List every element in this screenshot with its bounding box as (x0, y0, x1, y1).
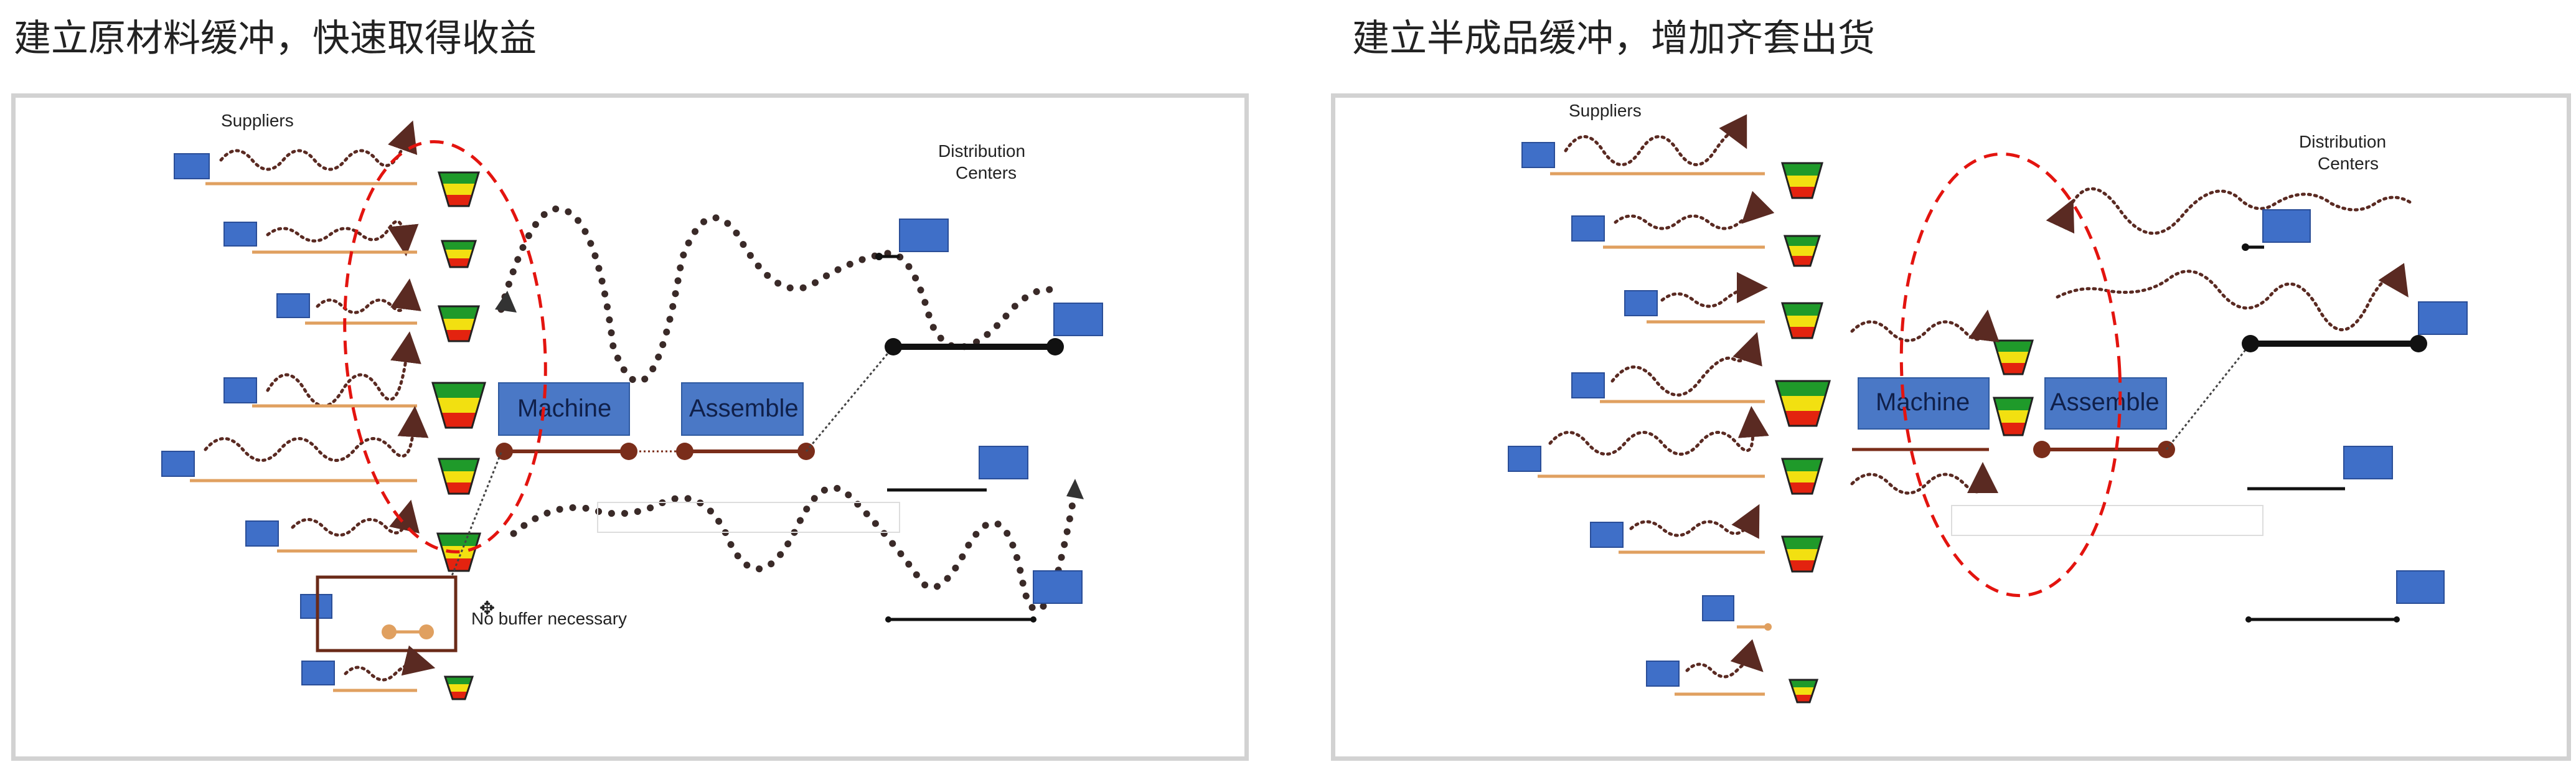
wip-buffer-icon (1992, 339, 2034, 375)
supplier-box (1646, 661, 1680, 687)
panel-title-left: 建立原材料缓冲，快速取得收益 (14, 17, 537, 60)
supplier-row (1646, 639, 1765, 696)
buffer-icon (1781, 162, 1823, 199)
supplier-box (245, 520, 279, 547)
buffer-icon (438, 458, 480, 495)
buffer-icon (1783, 235, 1822, 267)
distribution-label-line1: Distribution (2299, 132, 2386, 151)
supplier-row (174, 120, 418, 186)
machine-box (498, 382, 630, 436)
buffer-icon (431, 382, 486, 429)
supplier-row (1508, 406, 1769, 478)
panel-right-diagram: Suppliers (1331, 93, 2571, 761)
raw-material-buffer-highlight (343, 140, 547, 553)
dc-box (2396, 570, 2445, 604)
dc-box (2418, 301, 2468, 335)
supplier-row (245, 499, 420, 553)
supplier-box (1521, 142, 1555, 168)
machine-box (1858, 377, 1990, 430)
assemble-box (2044, 377, 2167, 430)
supplier-box (1571, 215, 1605, 242)
supplier-box (1624, 290, 1658, 316)
wip-buffer-icon (1993, 397, 2034, 436)
supplier-row (301, 645, 436, 692)
suppliers-label: Suppliers (1569, 101, 1642, 120)
supplier-row (276, 278, 421, 325)
no-buffer-highlight-box (316, 575, 458, 652)
dc-box (1033, 570, 1083, 604)
supplier-box (276, 293, 310, 318)
dc-box (2343, 446, 2393, 479)
right-diagram-svg: Suppliers (1508, 101, 2468, 703)
buffer-icon (1781, 302, 1823, 339)
wip-buffer-highlight (1899, 152, 2122, 598)
supplier-box (301, 661, 335, 685)
buffer-icon (1775, 380, 1831, 427)
supplier-row (300, 575, 458, 652)
distribution-label-line2: Centers (2318, 154, 2379, 173)
panel-left-diagram: Suppliers No buffer necessary (11, 93, 1249, 761)
dc-box (979, 446, 1028, 479)
supplier-row (1521, 114, 1765, 176)
buffer-icon (443, 675, 474, 700)
buffer-icon (440, 240, 477, 268)
supplier-box (174, 153, 210, 179)
dc-box (899, 219, 949, 252)
buffer-icon (437, 171, 481, 207)
supplier-box (223, 377, 257, 403)
supplier-row (1571, 191, 1775, 249)
supplier-row (1590, 504, 1765, 554)
panel-title-right: 建立半成品缓冲，增加齐套出货 (1352, 17, 1875, 60)
left-diagram-svg: Suppliers No buffer necessary (161, 111, 1103, 700)
supplier-row (1624, 272, 1768, 324)
distribution-label-line1: Distribution (938, 141, 1025, 161)
suppliers-label: Suppliers (221, 111, 294, 130)
supplier-box (1590, 522, 1624, 548)
supplier-row (161, 406, 429, 482)
assemble-label: Assemble (2050, 388, 2160, 416)
machine-label: Machine (1876, 388, 1970, 416)
assemble-box (681, 382, 804, 436)
supplier-box (1702, 595, 1734, 621)
supplier-row (1702, 595, 1772, 631)
machine-label: Machine (517, 395, 611, 422)
assemble-label: Assemble (689, 395, 799, 422)
dc-box (1053, 303, 1103, 336)
buffer-icon (1781, 535, 1823, 573)
buffer-icon (1788, 679, 1819, 703)
supplier-box (1571, 372, 1605, 398)
distribution-label-line2: Centers (956, 163, 1017, 182)
dc-box (2262, 209, 2311, 243)
supplier-row (223, 220, 419, 256)
buffer-icon (438, 305, 480, 342)
buffer-icon (1781, 458, 1823, 495)
supplier-box (161, 451, 195, 477)
supplier-row (1571, 332, 1765, 403)
supplier-box (1508, 446, 1541, 472)
no-buffer-label: No buffer necessary (471, 609, 627, 628)
supplier-box (223, 222, 257, 247)
move-cursor-icon: ✥ (479, 598, 495, 619)
supplier-row (223, 331, 421, 408)
